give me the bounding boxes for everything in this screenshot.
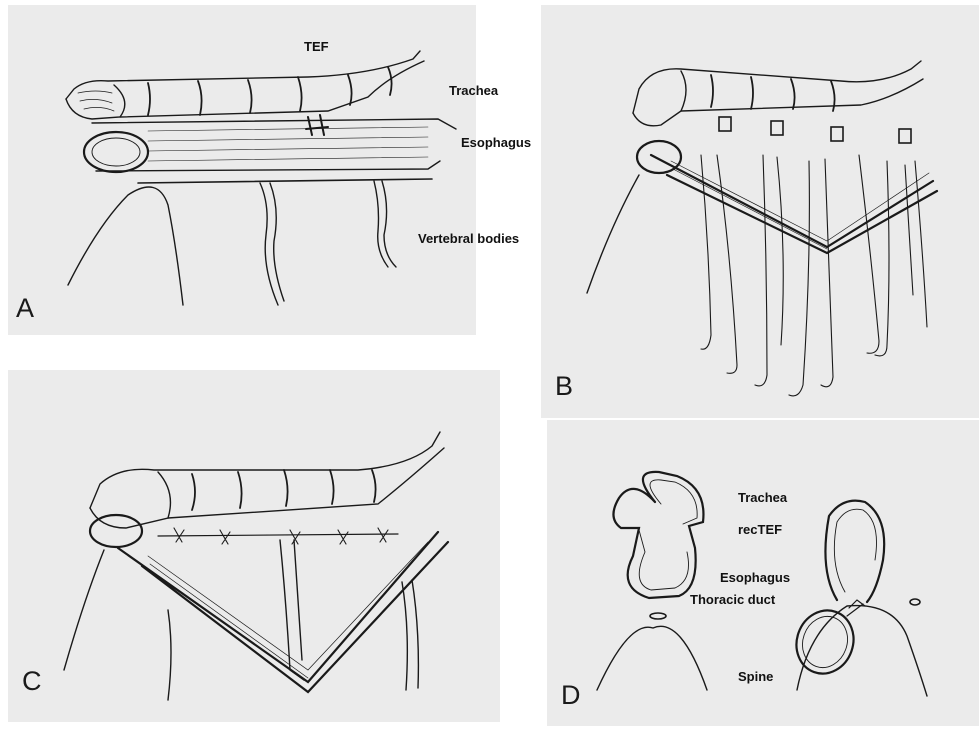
tef-fistula (306, 115, 328, 135)
panel-b-drawing (541, 5, 979, 418)
label-vertebral-bodies: Vertebral bodies (418, 231, 519, 246)
esophagus-tube (118, 532, 448, 692)
label-trachea-a: Trachea (449, 83, 498, 98)
panel-c-drawing (8, 370, 500, 722)
panel-letter-d: D (561, 680, 581, 711)
trachea-tube (633, 61, 923, 113)
label-tef: TEF (304, 39, 329, 54)
panel-letter-a: A (16, 293, 34, 324)
esophagus-tube (651, 155, 937, 253)
label-spine: Spine (738, 669, 773, 684)
trachea-tube (90, 432, 444, 518)
trachea-tube (66, 51, 424, 117)
label-esophagus-d: Esophagus (720, 570, 790, 585)
panel-letter-c: C (22, 666, 42, 697)
panel-d: D Trachea recTEF Esophagus Thoracic duct… (547, 420, 979, 726)
label-rectef: recTEF (738, 522, 782, 537)
esophagus-moved (788, 602, 863, 681)
esophagus-end (637, 141, 681, 173)
esophagus-end (90, 515, 142, 547)
trachea-end (66, 85, 125, 119)
spine-left (597, 626, 707, 690)
panel-a: A TEF Trachea Esophagus Vertebral bodies (8, 5, 476, 335)
label-trachea-d: Trachea (738, 490, 787, 505)
label-thoracic-duct: Thoracic duct (690, 592, 775, 607)
trachea-cross-section (613, 472, 703, 598)
panel-letter-b: B (555, 371, 573, 402)
label-esophagus-a: Esophagus (461, 135, 531, 150)
panel-a-drawing (8, 5, 476, 335)
panel-b: B (541, 5, 979, 418)
panel-c: C (8, 370, 500, 722)
anastomosis-line (158, 534, 398, 536)
vertebral-column (138, 179, 432, 183)
